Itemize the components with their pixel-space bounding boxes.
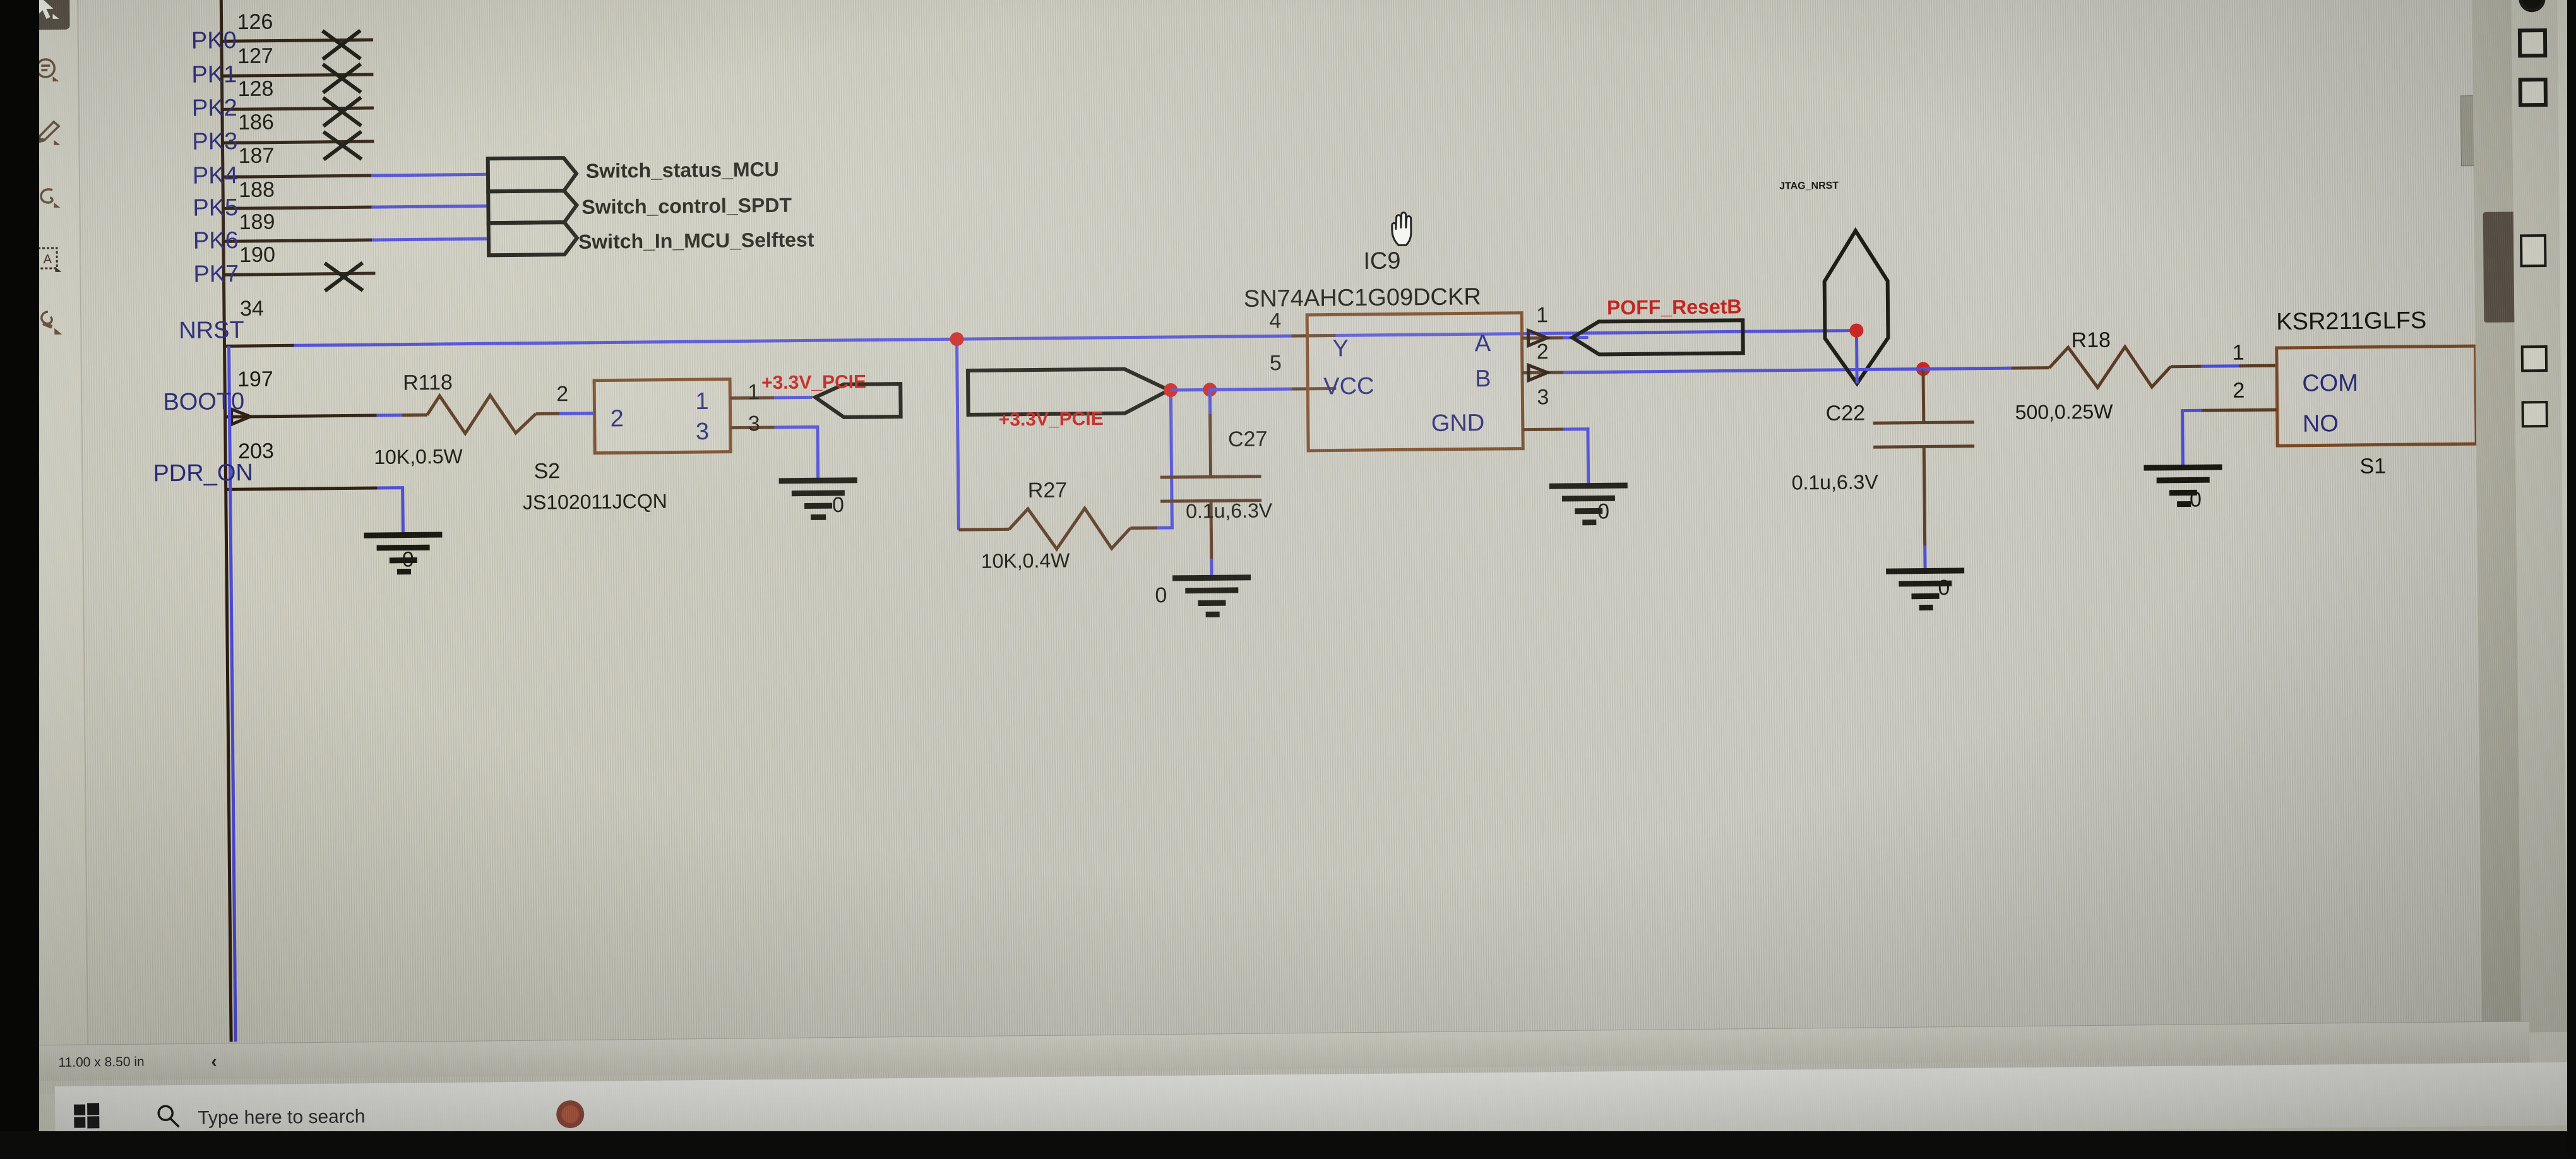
pin-label-pk7: PK7	[193, 261, 239, 288]
pin-number-203: 203	[237, 439, 275, 464]
net-port-switch-status-mcu[interactable]: Switch_status_MCU	[585, 157, 779, 182]
value-r118[interactable]: 10K,0.5W	[374, 444, 463, 469]
monitor-bezel-left	[0, 0, 39, 1159]
designator-s1[interactable]: S1	[2359, 454, 2387, 478]
s2-pin-number-2-outer: 2	[556, 382, 569, 407]
gnd-label-3: 0	[1155, 583, 1167, 608]
s2-pin-label-2: 2	[610, 405, 624, 432]
s2-pin-label-3: 3	[695, 418, 710, 446]
pin-number-189: 189	[239, 210, 275, 235]
gnd-label-4: 0	[1597, 499, 1610, 524]
designator-ic9[interactable]: IC9	[1363, 247, 1401, 275]
s1-pin-number-2: 2	[2233, 378, 2245, 403]
pin-label-pk4: PK4	[192, 162, 238, 189]
designator-r27[interactable]: R27	[1027, 478, 1068, 503]
panel-collapse-chevron-icon[interactable]: ‹	[211, 1051, 217, 1071]
pin-label-pk1: PK1	[191, 61, 237, 88]
gnd-label-2: 0	[402, 547, 414, 572]
value-s1[interactable]: KSR211GLFS	[2276, 307, 2427, 336]
select-arrow-tool[interactable]	[24, 0, 70, 30]
designator-c27[interactable]: C27	[1227, 427, 1268, 452]
net-port-switch-in-mcu-selftest[interactable]: Switch_In_MCU_Selftest	[578, 228, 814, 253]
pin-label-pk6: PK6	[193, 227, 239, 254]
pin-label-nrst: NRST	[179, 317, 244, 345]
pin-label-pk3: PK3	[192, 128, 238, 155]
panel-icon-square-5[interactable]	[2521, 401, 2548, 428]
s2-pin-label-1: 1	[695, 388, 709, 415]
windows-taskbar[interactable]: Type here to search	[54, 1062, 2568, 1150]
pin-number-187: 187	[238, 143, 275, 169]
ic9-pin-label-vcc: VCC	[1323, 372, 1374, 400]
value-c22[interactable]: 0.1u,6.3V	[1791, 470, 1878, 494]
designator-r118[interactable]: R118	[402, 370, 453, 395]
monitor-bezel-right	[2567, 0, 2576, 1159]
ic9-pin-label-b: B	[1474, 366, 1491, 393]
panel-icon-dot[interactable]	[2519, 0, 2546, 13]
power-net-3v3-pcie-2: +3.3V_PCIE	[998, 408, 1104, 431]
s1-pin-label-no: NO	[2302, 410, 2339, 437]
search-icon[interactable]	[155, 1103, 181, 1132]
ic9-pin-number-1: 1	[1535, 303, 1549, 328]
ic9-pin-label-a: A	[1474, 330, 1491, 357]
right-panel-strip-secondary[interactable]	[2510, 0, 2568, 1033]
gnd-label-6: 0	[2189, 487, 2202, 512]
net-port-switch-control-spdt[interactable]: Switch_control_SPDT	[581, 193, 792, 218]
s2-pin-number-1: 1	[748, 380, 760, 405]
ic9-pin-number-2: 2	[1536, 340, 1549, 364]
panel-icon-square-4[interactable]	[2520, 345, 2548, 372]
value-r27[interactable]: 10K,0.4W	[981, 549, 1070, 573]
pin-number-128: 128	[237, 76, 274, 102]
panel-icon-square-2[interactable]	[2518, 77, 2548, 107]
schematic-drawing: .w{stroke:#4c4bd6;stroke-width:5;fill:no…	[219, 0, 2478, 1042]
designator-s2[interactable]: S2	[534, 459, 561, 484]
power-net-3v3-pcie-1: +3.3V_PCIE	[761, 371, 867, 394]
ic9-pin-number-4: 4	[1269, 309, 1282, 333]
signal-label-poff-resetb: POFF_ResetB	[1606, 295, 1742, 319]
sheet-size-readout: 11.00 x 8.50 in	[58, 1054, 145, 1070]
place-net-label-lasso-tool[interactable]	[26, 174, 72, 220]
s1-pin-label-com: COM	[2302, 369, 2359, 397]
signal-label-jtag-nrst: JTAG_NRST	[1779, 180, 1839, 192]
pin-label-pk5: PK5	[193, 194, 239, 222]
ic9-pin-number-5: 5	[1269, 351, 1282, 376]
schematic-canvas[interactable]: .w{stroke:#4c4bd6;stroke-width:5;fill:no…	[18, 0, 2530, 1095]
taskbar-search-input[interactable]: Type here to search	[198, 1106, 366, 1129]
pin-number-127: 127	[237, 44, 274, 69]
s1-pin-number-1: 1	[2232, 340, 2245, 365]
windows-start-icon[interactable]	[73, 1102, 100, 1133]
mouse-cursor-hand-icon	[1391, 211, 1412, 246]
ic9-pin-number-3: 3	[1537, 385, 1549, 410]
pin-number-34: 34	[239, 296, 264, 321]
panel-icon-square-1[interactable]	[2517, 28, 2548, 58]
pin-label-pk0: PK0	[191, 27, 237, 54]
ic9-pin-label-y: Y	[1332, 335, 1349, 362]
place-wire-pen-tool[interactable]	[25, 110, 71, 157]
pin-label-boot0: BOOT0	[163, 388, 245, 416]
pin-number-126: 126	[237, 9, 273, 35]
value-r18[interactable]: 500,0.25W	[2015, 400, 2113, 424]
ic9-pin-label-gnd: GND	[1431, 410, 1485, 437]
designator-r18[interactable]: R18	[2071, 328, 2111, 353]
value-s2[interactable]: JS102011JCQN	[522, 489, 667, 514]
panel-placeholder-block	[2483, 211, 2517, 323]
pin-number-190: 190	[239, 242, 276, 268]
cortana-circle-icon[interactable]	[554, 1098, 587, 1134]
s2-pin-number-3: 3	[748, 412, 760, 436]
svg-text:A: A	[43, 253, 52, 266]
place-component-stamp-tool[interactable]	[27, 300, 73, 346]
designator-c22[interactable]: C22	[1825, 401, 1866, 425]
panel-icon-square-3[interactable]	[2520, 234, 2547, 268]
pin-number-186: 186	[237, 110, 275, 135]
gnd-label-1: 0	[832, 492, 845, 518]
value-c27[interactable]: 0.1u,6.3V	[1185, 499, 1273, 523]
monitor-bezel-bottom	[0, 1131, 2576, 1159]
gnd-label-5: 0	[1938, 576, 1950, 600]
pin-label-pk2: PK2	[191, 95, 237, 122]
pin-number-188: 188	[238, 177, 275, 203]
pin-number-197: 197	[237, 367, 273, 392]
